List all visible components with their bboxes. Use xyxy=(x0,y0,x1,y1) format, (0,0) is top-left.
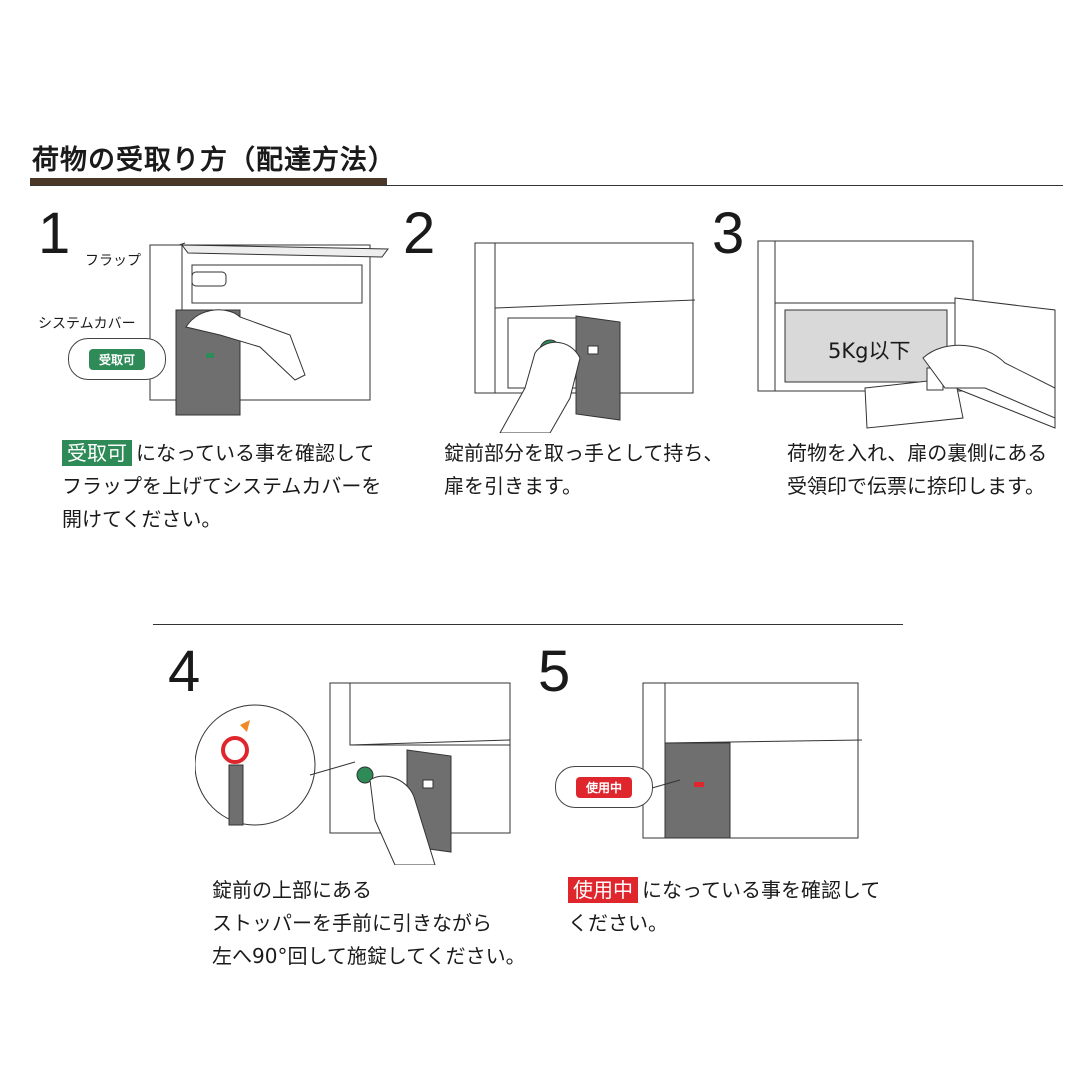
step-5-line-1: になっている事を確認して xyxy=(642,878,881,902)
step-2-line-2: 扉を引きます。 xyxy=(444,474,582,498)
step-2-description: 錠前部分を取っ手として持ち、 扉を引きます。 xyxy=(444,437,723,503)
step-1-line-1: になっている事を確認して xyxy=(136,441,375,465)
step-4-illustration xyxy=(195,682,511,865)
step-1-number: 1 xyxy=(38,201,71,266)
weight-limit-label: 5Kg以下 xyxy=(828,339,911,363)
in-use-badge: 使用中 xyxy=(555,766,653,808)
step-2-illustration xyxy=(474,242,696,433)
step-3-description: 荷物を入れ、扉の裏側にある 受領印で伝票に捺印します。 xyxy=(787,437,1047,503)
step-3-line-1: 荷物を入れ、扉の裏側にある xyxy=(787,441,1048,465)
step-1-illustration xyxy=(149,242,389,416)
title-underline-bar xyxy=(30,178,387,186)
in-use-badge-label: 使用中 xyxy=(575,776,632,798)
step-1-description: 受取可になっている事を確認して フラップを上げてシステムカバーを 開けてください… xyxy=(62,437,381,536)
step-4-line-2: ストッパーを手前に引きながら xyxy=(212,911,492,935)
step-2-line-1: 錠前部分を取っ手として持ち、 xyxy=(444,441,724,465)
step-2-number: 2 xyxy=(403,201,436,266)
in-use-tag: 使用中 xyxy=(568,877,638,903)
section-divider xyxy=(153,624,903,625)
step-1-line-2: フラップを上げてシステムカバーを xyxy=(62,474,382,498)
step-4-line-3: 左へ90°回して施錠してください。 xyxy=(212,944,526,968)
step-4-line-1: 錠前の上部にある xyxy=(212,878,372,902)
receivable-badge-label: 受取可 xyxy=(88,348,145,370)
step-5-illustration xyxy=(642,682,863,839)
step-3-illustration xyxy=(757,240,1056,429)
step-3-line-2: 受領印で伝票に捺印します。 xyxy=(787,474,1045,498)
step-4-description: 錠前の上部にある ストッパーを手前に引きながら 左へ90°回して施錠してください… xyxy=(212,874,526,973)
page-title: 荷物の受取り方（配達方法） xyxy=(32,145,396,176)
flap-label: フラップ xyxy=(85,253,141,269)
title-rule xyxy=(30,185,1063,186)
receivable-tag: 受取可 xyxy=(62,440,132,466)
step-5-number: 5 xyxy=(538,639,571,704)
receivable-badge: 受取可 xyxy=(68,338,166,380)
step-4-number: 4 xyxy=(168,639,201,704)
step-1-line-3: 開けてください。 xyxy=(62,507,222,531)
step-3-number: 3 xyxy=(712,201,745,266)
step-5-description: 使用中になっている事を確認して ください。 xyxy=(568,874,880,940)
step-5-line-2: ください。 xyxy=(568,911,668,935)
system-cover-label: システムカバー xyxy=(38,316,136,332)
